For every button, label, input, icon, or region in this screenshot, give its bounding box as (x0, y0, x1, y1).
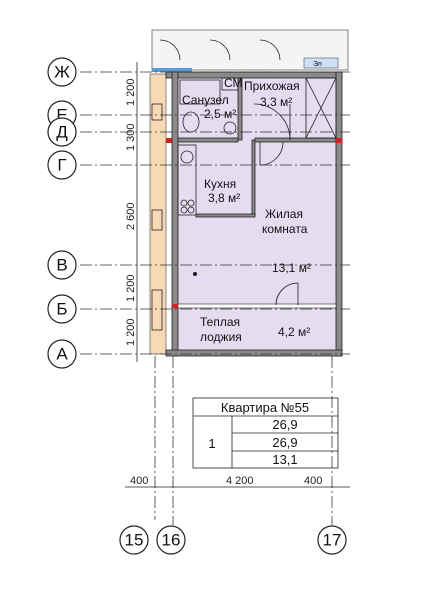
table-rooms-count: 1 (208, 436, 215, 451)
hallway-area (240, 78, 336, 140)
hall-door-arc (253, 103, 291, 141)
axis-bubble-b (47, 294, 77, 324)
wall-loggia (177, 303, 337, 309)
wardrobe (305, 77, 337, 139)
axis-label-v: В (56, 256, 67, 275)
balcony-item-2 (151, 209, 163, 231)
cm-label: СМ (224, 76, 243, 90)
wall-kitchen-bottom (195, 213, 256, 218)
axis-bubble-17 (317, 525, 347, 555)
loggia-door-arc (275, 282, 299, 306)
living-area (178, 140, 336, 305)
axis-label-e: Е (56, 106, 67, 125)
table-value-3: 13,1 (272, 452, 297, 467)
hallway-name: Прихожая (244, 79, 300, 93)
living-area-label: 13,1 м² (272, 261, 311, 275)
table-title: Квартира №55 (221, 400, 309, 415)
bathroom-name: Санузел (182, 93, 229, 107)
table-value-2: 26,9 (272, 435, 297, 450)
hallway-area-label: 3,3 м² (260, 95, 292, 109)
axis-label-a: А (56, 345, 68, 364)
top-el-label: Эл (313, 61, 322, 68)
axis-bubble-15 (119, 525, 149, 555)
wall-top (165, 71, 343, 79)
point-marker (193, 272, 197, 276)
axis-bubble-g (47, 150, 77, 180)
axis-bubble-v (47, 250, 77, 280)
axis-bubble-zh (47, 57, 77, 87)
top-el-box (303, 57, 339, 69)
axis-label-b: Б (56, 300, 67, 319)
bathroom-area (178, 78, 240, 140)
loggia-area-label: 4,2 м² (278, 325, 310, 339)
axis-label-16: 16 (162, 531, 181, 550)
wall-bottom (165, 349, 343, 357)
wall-kitchen-right (251, 139, 256, 216)
dim-v-2: 1 300 (125, 123, 137, 151)
living-name-line2: комната (262, 222, 308, 236)
axis-label-17: 17 (323, 531, 342, 550)
kitchen-counter (177, 144, 197, 216)
loggia-name-line2: лоджия (200, 330, 242, 344)
dim-v-1: 1 200 (125, 78, 137, 106)
kitchen-area-label: 3,8 м² (208, 191, 240, 205)
balcony-item-3 (151, 289, 163, 331)
axis-bubble-a (47, 339, 77, 369)
axis-label-zh: Ж (54, 63, 70, 82)
wall-hall-bottom (254, 137, 337, 143)
stove-burner-3 (180, 206, 188, 214)
axis-bubble-d (47, 117, 77, 147)
dim-v-4: 1 200 (125, 274, 137, 302)
stove-burner-2 (187, 199, 195, 207)
blue-strip (152, 68, 192, 72)
axis-label-d: Д (56, 123, 68, 142)
living-name-line1: Жилая (265, 207, 303, 221)
bathroom-area-label: 2,5 м² (204, 107, 236, 121)
axis-bubble-16 (156, 525, 186, 555)
stove-burner-1 (180, 199, 188, 207)
dim-v-5: 1 200 (125, 318, 137, 346)
stove-burner-4 (187, 206, 195, 214)
balcony-strip (149, 73, 167, 355)
kitchen-name: Кухня (204, 177, 236, 191)
wall-bath-bottom (177, 137, 239, 143)
axis-label-g: Г (57, 156, 66, 175)
kitchen-sink (180, 150, 194, 164)
red-mark-3 (172, 304, 178, 308)
sink (223, 121, 237, 135)
loggia-area (178, 308, 336, 350)
bathtub (179, 79, 221, 105)
dim-h-3: 400 (304, 475, 322, 487)
axis-label-15: 15 (125, 531, 144, 550)
dim-h-1: 400 (130, 475, 148, 487)
dim-h-2: 4 200 (226, 475, 254, 487)
balcony-item-1 (151, 103, 163, 121)
dim-v-3: 2 600 (125, 202, 137, 230)
washing-machine (221, 77, 239, 91)
red-mark-2 (336, 138, 342, 143)
loggia-name-line1: Теплая (200, 315, 240, 329)
table-value-1: 26,9 (272, 417, 297, 432)
red-mark-1 (166, 138, 172, 143)
wall-bath-hall (237, 77, 243, 141)
